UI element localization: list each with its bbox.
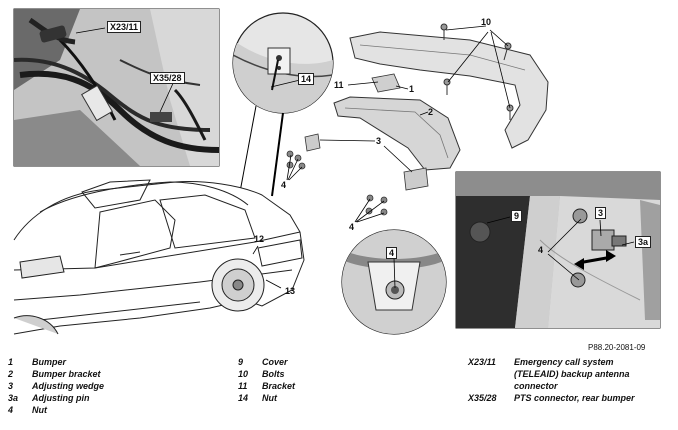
figure-code: P88.20-2081-09: [588, 343, 646, 352]
zoom-inset-nut-14: [232, 12, 334, 197]
adjusting-wedges: [286, 133, 429, 223]
callout-3a: 3a: [635, 236, 652, 248]
photo-inset-bumper-mount: [455, 171, 661, 329]
callout-4-middle: 4: [349, 222, 355, 232]
callout-13: 13: [285, 286, 296, 296]
zoom-inset-nut-4: [341, 229, 447, 335]
callout-4-left: 4: [281, 180, 287, 190]
bumper-part: [347, 23, 549, 149]
callout-4-zoom: 4: [386, 247, 398, 259]
callout-3-middle: 3: [376, 136, 382, 146]
car-illustration: [13, 179, 305, 335]
callout-9: 9: [511, 210, 523, 222]
callout-4-photo: 4: [538, 245, 544, 255]
callout-14: 14: [298, 73, 315, 85]
callout-3-photo: 3: [595, 207, 607, 219]
callout-x35-28: X35/28: [150, 72, 185, 84]
callout-10: 10: [481, 17, 492, 27]
photo-inset-wiring: [13, 8, 220, 167]
bumper-bracket-part: [333, 96, 461, 171]
callout-x23-11: X23/11: [107, 21, 142, 33]
callout-2: 2: [428, 107, 434, 117]
callout-1: 1: [409, 84, 415, 94]
callout-12: 12: [254, 234, 265, 244]
callout-11: 11: [334, 80, 344, 90]
